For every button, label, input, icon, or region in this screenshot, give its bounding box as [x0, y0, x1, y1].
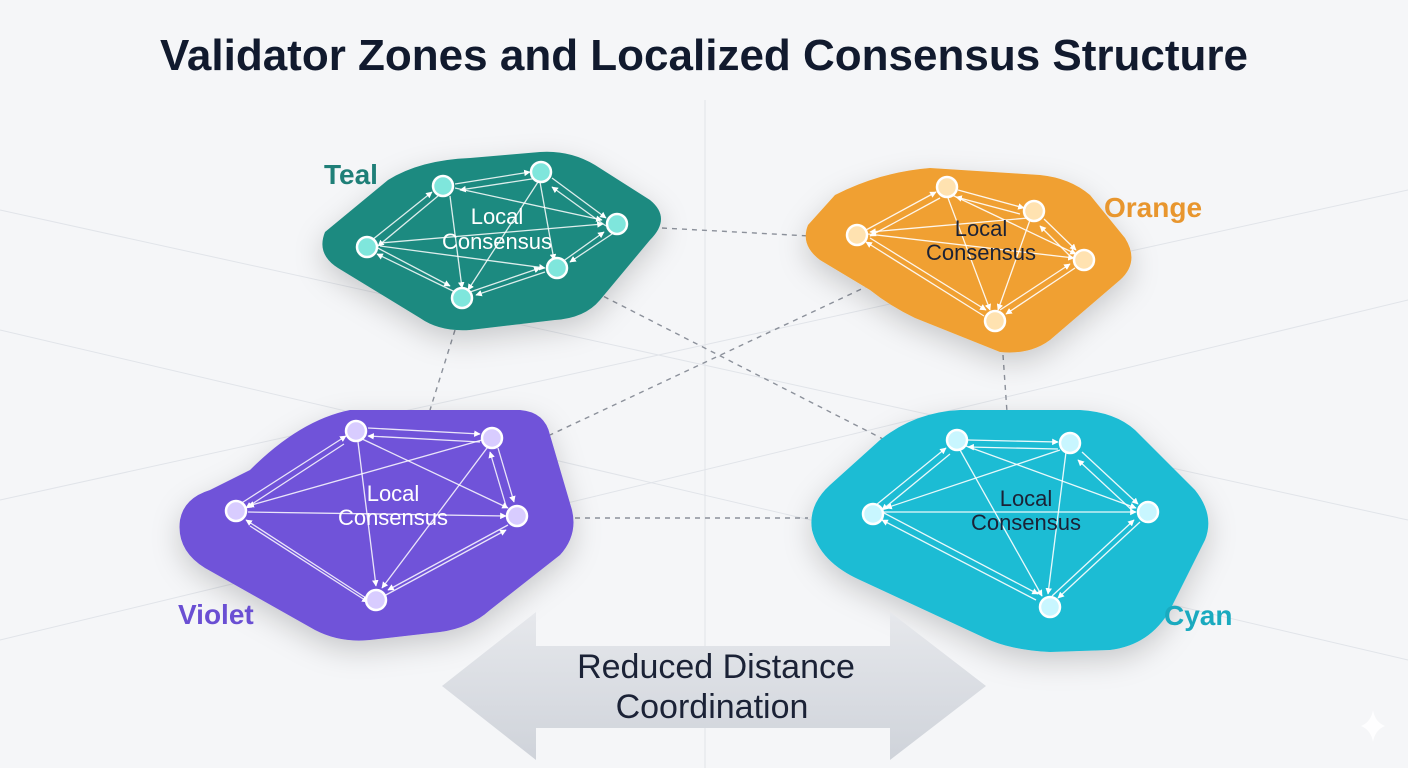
- zone-orange-consensus-line2: Consensus: [926, 240, 1036, 265]
- zone-cyan-plate: [811, 410, 1209, 652]
- validator-node: [1038, 595, 1062, 619]
- zone-orange-edges: [865, 189, 1077, 317]
- sparkle-icon: [1361, 710, 1385, 742]
- reduced-distance-arrow: Reduced Distance Coordination: [442, 612, 986, 760]
- zone-violet: Local Consensus Violet: [178, 410, 574, 641]
- page-title: Validator Zones and Localized Consensus …: [160, 31, 1248, 80]
- zone-cyan-edges: [875, 438, 1141, 601]
- zone-teal-consensus-line2: Consensus: [442, 229, 552, 254]
- zone-violet-nodes: [224, 419, 529, 612]
- validator-node: [480, 426, 504, 450]
- zone-cyan-label: Cyan: [1164, 600, 1232, 631]
- zone-orange: Local Consensus Orange: [805, 168, 1202, 353]
- validator-node: [1058, 431, 1082, 455]
- validator-node: [344, 419, 368, 443]
- validator-node: [1136, 500, 1160, 524]
- zone-orange-consensus-line1: Local: [955, 216, 1008, 241]
- zone-violet-consensus-line2: Consensus: [338, 505, 448, 530]
- validator-node: [945, 428, 969, 452]
- zone-teal-label: Teal: [324, 159, 378, 190]
- validator-node: [529, 160, 553, 184]
- zone-orange-label: Orange: [1104, 192, 1202, 223]
- validator-node: [450, 286, 474, 310]
- link-teal-cyan: [594, 291, 886, 441]
- validator-node: [505, 504, 529, 528]
- zone-teal-nodes: [355, 160, 629, 310]
- validator-node: [1072, 248, 1096, 272]
- zone-cyan: Local Consensus Cyan: [811, 410, 1232, 652]
- validator-node: [431, 174, 455, 198]
- link-teal-orange: [661, 227, 811, 237]
- zone-orange-nodes: [845, 175, 1096, 333]
- zone-teal-edges: [371, 169, 613, 297]
- zone-violet-edges: [239, 427, 516, 603]
- validator-node: [935, 175, 959, 199]
- link-teal-violet: [429, 329, 456, 411]
- validator-node: [983, 309, 1007, 333]
- link-orange-violet: [549, 284, 871, 436]
- double-arrow-shape: [442, 612, 986, 760]
- inter-zone-links: [429, 227, 1008, 519]
- zone-violet-consensus-line1: Local: [367, 481, 420, 506]
- validator-node: [861, 502, 885, 526]
- zone-cyan-nodes: [861, 428, 1160, 619]
- zone-orange-plate: [805, 168, 1132, 353]
- validator-node: [1022, 199, 1046, 223]
- arrow-label-line1: Reduced Distance: [577, 648, 855, 686]
- validator-node: [845, 223, 869, 247]
- arrow-label-line2: Coordination: [616, 688, 809, 726]
- zone-violet-plate: [179, 410, 574, 641]
- zone-teal: Local Consensus Teal: [322, 151, 661, 331]
- validator-node: [605, 212, 629, 236]
- zone-cyan-consensus-line1: Local: [1000, 486, 1053, 511]
- link-orange-cyan: [1002, 354, 1008, 413]
- zone-violet-label: Violet: [178, 599, 254, 630]
- zone-cyan-consensus-line2: Consensus: [971, 510, 1081, 535]
- validator-node: [545, 256, 569, 280]
- zone-teal-consensus-line1: Local: [471, 204, 524, 229]
- validator-node: [355, 235, 379, 259]
- validator-node: [224, 499, 248, 523]
- validator-node: [364, 588, 388, 612]
